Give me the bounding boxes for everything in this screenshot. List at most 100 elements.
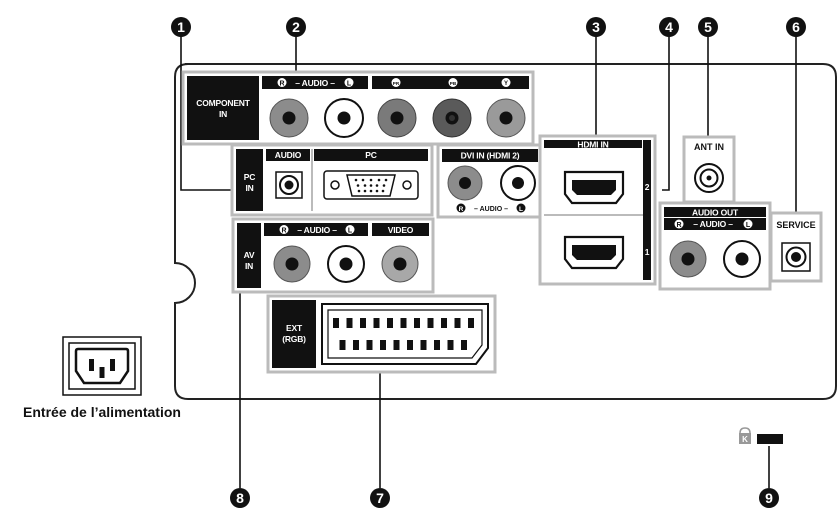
callout-2: 2: [286, 17, 306, 37]
svg-text:L: L: [746, 222, 751, 229]
svg-text:VIDEO: VIDEO: [388, 225, 414, 235]
svg-text:2: 2: [292, 19, 300, 35]
hdmi-in-section: HDMI IN 2 1: [538, 134, 657, 286]
svg-text:EXT: EXT: [286, 323, 303, 333]
scart-pin: [380, 340, 386, 350]
svg-text:L: L: [347, 81, 352, 88]
power-inlet[interactable]: [62, 336, 142, 396]
svg-text:DVI IN (HDMI 2): DVI IN (HDMI 2): [461, 151, 520, 161]
scart-pin: [339, 340, 346, 350]
hdmi-1-port[interactable]: [563, 235, 625, 270]
svg-text:COMPONENT: COMPONENT: [196, 98, 250, 108]
svg-text:L: L: [348, 228, 353, 235]
hdmi-2-port[interactable]: [563, 170, 625, 205]
svg-text:IN: IN: [245, 261, 253, 271]
svg-text:PR: PR: [393, 81, 400, 86]
scart-pin: [373, 318, 380, 328]
scart-port[interactable]: [321, 303, 489, 365]
svg-text:– AUDIO –: – AUDIO –: [693, 219, 733, 229]
av-video-jack[interactable]: [381, 245, 419, 283]
callout-3: 3: [586, 17, 606, 37]
svg-text:PC: PC: [244, 172, 255, 182]
svg-text:K: K: [742, 435, 748, 444]
component-audio-l-jack[interactable]: [324, 98, 364, 138]
svg-text:2: 2: [645, 182, 650, 192]
component-y-jack[interactable]: [486, 98, 526, 138]
svg-text:7: 7: [376, 490, 384, 506]
service-jack[interactable]: [781, 242, 811, 272]
svg-text:PB: PB: [450, 81, 457, 86]
svg-text:– AUDIO –: – AUDIO –: [474, 206, 508, 213]
av-audio-l-jack[interactable]: [327, 245, 365, 283]
svg-text:IN: IN: [219, 109, 227, 119]
pc-in-section: PC IN AUDIO PC: [230, 143, 434, 217]
scart-pin: [333, 318, 339, 328]
scart-pin: [360, 318, 366, 328]
svg-text:ANT IN: ANT IN: [694, 142, 724, 152]
av-audio-r-jack[interactable]: [273, 245, 311, 283]
svg-text:R: R: [279, 81, 284, 88]
kensington-lock[interactable]: K: [739, 427, 783, 444]
dvi-in-section: DVI IN (HDMI 2) R – AUDIO – L: [436, 143, 544, 219]
audio-out-section: AUDIO OUT R – AUDIO – L: [658, 201, 772, 291]
ant-in-section: ANT IN: [682, 135, 736, 204]
svg-text:9: 9: [765, 490, 773, 506]
callout-8: 8: [230, 488, 250, 508]
scart-pin: [393, 340, 400, 350]
svg-text:AV: AV: [244, 250, 255, 260]
svg-text:1: 1: [645, 247, 650, 257]
audio-out-l-jack[interactable]: [723, 240, 761, 278]
scart-pin: [353, 340, 359, 350]
svg-text:SERVICE: SERVICE: [776, 220, 815, 230]
scart-pin: [387, 318, 393, 328]
scart-pin: [441, 318, 447, 328]
pc-vga-port[interactable]: [323, 170, 419, 200]
component-pb-jack[interactable]: [432, 98, 472, 138]
svg-text:(RGB): (RGB): [282, 334, 306, 344]
callout-5: 5: [698, 17, 718, 37]
scart-pin: [407, 340, 413, 350]
callout-9: 9: [759, 488, 779, 508]
svg-text:R: R: [281, 228, 286, 235]
service-section: SERVICE: [769, 211, 823, 283]
svg-text:PC: PC: [365, 150, 376, 160]
dvi-audio-l-jack[interactable]: [500, 165, 536, 201]
scart-pin: [420, 340, 427, 350]
svg-text:Y: Y: [504, 81, 508, 87]
scart-pin: [427, 318, 434, 328]
svg-text:6: 6: [792, 19, 800, 35]
svg-text:AUDIO: AUDIO: [275, 150, 302, 160]
svg-text:– AUDIO –: – AUDIO –: [295, 78, 335, 88]
scart-pin: [414, 318, 420, 328]
svg-text:AUDIO OUT: AUDIO OUT: [692, 208, 739, 218]
svg-text:– AUDIO –: – AUDIO –: [297, 225, 337, 235]
callout-6: 6: [786, 17, 806, 37]
svg-text:3: 3: [592, 19, 600, 35]
component-pr-jack[interactable]: [377, 98, 417, 138]
svg-text:R: R: [459, 206, 464, 213]
scart-pin: [468, 318, 474, 328]
callout-4: 4: [659, 17, 679, 37]
svg-text:R: R: [676, 222, 681, 229]
svg-text:8: 8: [236, 490, 244, 506]
dvi-audio-r-jack[interactable]: [447, 165, 483, 201]
scart-pin: [434, 340, 440, 350]
svg-text:IN: IN: [245, 183, 253, 193]
component-audio-r-jack[interactable]: [269, 98, 309, 138]
audio-out-r-jack[interactable]: [669, 240, 707, 278]
svg-text:L: L: [519, 206, 523, 213]
antenna-jack[interactable]: [694, 163, 724, 193]
scart-pin: [346, 318, 353, 328]
callout-1: 1: [171, 17, 191, 37]
av-in-section: AV IN R – AUDIO – L VIDEO: [231, 217, 435, 294]
scart-pin: [461, 340, 467, 350]
component-in-section: COMPONENT IN R – AUDIO – L PR PB Y: [181, 70, 535, 146]
svg-text:HDMI IN: HDMI IN: [577, 140, 608, 150]
callout-7: 7: [370, 488, 390, 508]
scart-pin: [454, 318, 461, 328]
scart-pin: [366, 340, 373, 350]
svg-text:4: 4: [665, 19, 673, 35]
pc-audio-jack[interactable]: [275, 171, 303, 199]
svg-text:1: 1: [177, 19, 185, 35]
